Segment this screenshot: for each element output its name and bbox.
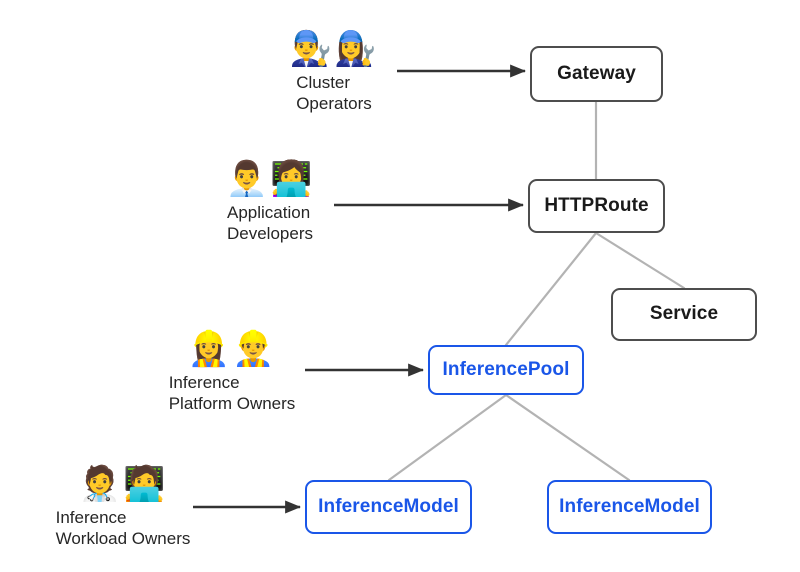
node-service-label: Service bbox=[649, 303, 719, 325]
cluster-operators-label: Cluster Operators bbox=[296, 73, 372, 113]
edge-inferencepool-inferencemodel-right bbox=[504, 393, 631, 482]
application-developers-label: Application Developers bbox=[227, 203, 313, 243]
node-service[interactable]: Service bbox=[611, 288, 757, 341]
node-httproute-label: HTTPRoute bbox=[544, 194, 649, 216]
node-inferencepool[interactable]: InferencePool bbox=[428, 345, 584, 395]
node-gateway-label: Gateway bbox=[557, 62, 636, 84]
node-inferencepool-label: InferencePool bbox=[442, 358, 570, 380]
node-gateway[interactable]: Gateway bbox=[530, 46, 663, 102]
persona-application-developers: 👨‍💼👩‍💻 Application Developers bbox=[155, 158, 385, 244]
node-inferencemodel-right[interactable]: InferenceModel bbox=[547, 480, 712, 534]
node-inferencemodel-right-label: InferenceModel bbox=[559, 495, 700, 517]
edge-inferencepool-inferencemodel-left bbox=[387, 393, 508, 482]
edge-httproute-inferencepool bbox=[504, 231, 598, 347]
persona-cluster-operators: 👨‍🔧👩‍🔧 Cluster Operators bbox=[219, 28, 449, 114]
inference-workload-owners-icons: 🧑‍⚕️🧑‍💻 bbox=[78, 465, 168, 503]
inference-platform-owners-label: Inference Platform Owners bbox=[168, 373, 296, 413]
inference-workload-owners-label: Inference Workload Owners bbox=[55, 508, 191, 548]
node-httproute[interactable]: HTTPRoute bbox=[528, 179, 665, 233]
node-inferencemodel-left-label: InferenceModel bbox=[318, 495, 459, 517]
cluster-operators-icons: 👨‍🔧👩‍🔧 bbox=[289, 30, 379, 68]
application-developers-icons: 👨‍💼👩‍💻 bbox=[225, 160, 315, 198]
persona-inference-platform-owners: 👷‍♀️👷‍♂️ Inference Platform Owners bbox=[117, 328, 347, 414]
persona-inference-workload-owners: 🧑‍⚕️🧑‍💻 Inference Workload Owners bbox=[8, 463, 238, 549]
edge-httproute-service bbox=[594, 231, 686, 290]
node-inferencemodel-left[interactable]: InferenceModel bbox=[305, 480, 472, 534]
inference-platform-owners-icons: 👷‍♀️👷‍♂️ bbox=[187, 330, 277, 368]
